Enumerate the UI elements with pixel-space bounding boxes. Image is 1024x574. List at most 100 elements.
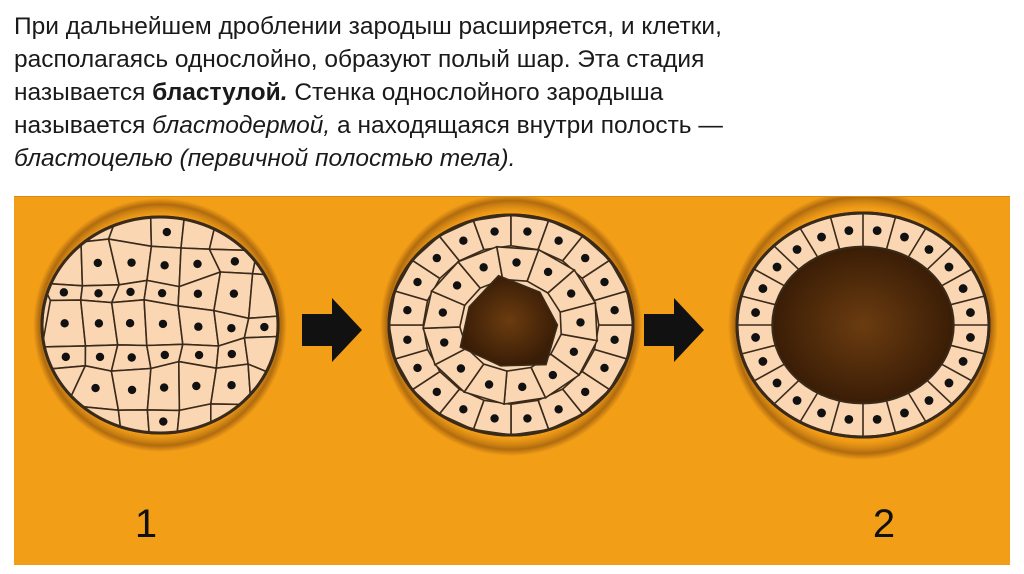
cell-nucleus [600, 364, 608, 372]
cell-nucleus [459, 237, 467, 245]
cell-nucleus [758, 357, 767, 366]
cell-nucleus [925, 245, 934, 254]
term-blastoderm: бластодермой, [152, 112, 330, 139]
stage-label-start: 1 [135, 502, 157, 546]
cell-nucleus [128, 386, 136, 394]
blastula-embryo [728, 197, 998, 460]
text-line-2-text: располагаясь однослойно, образуют полый … [14, 46, 704, 73]
cell-nucleus [94, 259, 102, 267]
cell-nucleus [554, 237, 562, 245]
text-line-1: При дальнейшем дроблении зародыш расширя… [14, 10, 1014, 43]
stages-illustration: 1 2 [14, 197, 1010, 565]
cell-nucleus [490, 414, 498, 422]
cell-nucleus [433, 388, 441, 396]
cell-nucleus [925, 396, 934, 405]
cell-nucleus [159, 320, 167, 328]
cell-nucleus [523, 227, 531, 235]
cell-nucleus [751, 308, 760, 317]
cell-nucleus [966, 308, 975, 317]
blastocoel-cavity [772, 247, 953, 404]
cell-nucleus [817, 409, 826, 418]
cell-nucleus [581, 254, 589, 262]
cell-nucleus [581, 388, 589, 396]
cell-nucleus [160, 261, 168, 269]
cell-nucleus [158, 289, 166, 297]
cell-nucleus [523, 414, 531, 422]
cell-nucleus [193, 260, 201, 268]
cell-nucleus [512, 258, 520, 266]
cell-nucleus [873, 415, 882, 424]
cell-nucleus [479, 263, 487, 271]
cell-nucleus [128, 353, 136, 361]
cell-nucleus [159, 417, 167, 425]
cell-nucleus [873, 226, 882, 235]
text-line-1-text: При дальнейшем дроблении зародыш расширя… [14, 13, 722, 40]
cell-nucleus [227, 381, 235, 389]
cell-nucleus [194, 290, 202, 298]
cell-nucleus [844, 415, 853, 424]
cell-nucleus [457, 364, 465, 372]
arrow-right-icon [302, 298, 362, 362]
description-paragraph: При дальнейшем дроблении зародыш расширя… [14, 10, 1014, 175]
cell-nucleus [610, 306, 618, 314]
cell-nucleus [433, 254, 441, 262]
cell-nucleus [567, 289, 575, 297]
cell-nucleus [773, 263, 782, 272]
term-blastula: бластулой [152, 79, 281, 106]
cell-nucleus [127, 258, 135, 266]
cell-nucleus [160, 383, 168, 391]
cell-nucleus [163, 228, 171, 236]
cell-nucleus [554, 405, 562, 413]
cell-nucleus [227, 324, 235, 332]
cell-nucleus [485, 380, 493, 388]
cell-nucleus [95, 319, 103, 327]
cell-nucleus [793, 396, 802, 405]
stage-label-end: 2 [873, 502, 895, 546]
cell-nucleus [490, 227, 498, 235]
cell-nucleus [403, 336, 411, 344]
cell-nucleus [610, 336, 618, 344]
cell-nucleus [758, 284, 767, 293]
cell-nucleus [793, 245, 802, 254]
text-line-5: бластоцелью (первичной полостью тела). [14, 142, 1014, 175]
cell-nucleus [413, 278, 421, 286]
cell-nucleus [600, 278, 608, 286]
cell-nucleus [60, 288, 68, 296]
cell-nucleus [959, 284, 968, 293]
cell-nucleus [126, 319, 134, 327]
cell-nucleus [900, 409, 909, 418]
cell-nucleus [228, 350, 236, 358]
cell-nucleus [549, 371, 557, 379]
cell-nucleus [231, 257, 239, 265]
cell-nucleus [94, 289, 102, 297]
cell-nucleus [161, 351, 169, 359]
cell-nucleus [518, 383, 526, 391]
blastula-stages-figure: 1 2 [14, 196, 1010, 565]
cell-nucleus [195, 351, 203, 359]
cell-nucleus [900, 233, 909, 242]
cell-nucleus [62, 353, 70, 361]
term-blastocoel: бластоцелью (первичной полостью тела). [14, 145, 515, 172]
cell-nucleus [544, 268, 552, 276]
cell-nucleus [96, 353, 104, 361]
morula-embryo [33, 198, 287, 452]
term-blastula-period: . [281, 79, 288, 106]
cell-nucleus [192, 382, 200, 390]
text-line-3-suffix: Стенка однослойного зародыша [288, 79, 664, 106]
cell-nucleus [60, 319, 68, 327]
cell-nucleus [260, 323, 268, 331]
cell-nucleus [773, 379, 782, 388]
cell-nucleus [576, 318, 584, 326]
cell-nucleus [439, 308, 447, 316]
cell-nucleus [453, 281, 461, 289]
cell-nucleus [844, 226, 853, 235]
cell-nucleus [413, 364, 421, 372]
cell-nucleus [230, 289, 238, 297]
cell-nucleus [459, 405, 467, 413]
text-line-3: называется бластулой. Стенка однослойног… [14, 76, 1014, 109]
text-line-4-prefix: называется [14, 112, 152, 139]
cell-nucleus [570, 348, 578, 356]
text-line-4: называется бластодермой, а находящаяся в… [14, 109, 1014, 142]
arrow-right-icon [644, 298, 704, 362]
cell-nucleus [817, 233, 826, 242]
